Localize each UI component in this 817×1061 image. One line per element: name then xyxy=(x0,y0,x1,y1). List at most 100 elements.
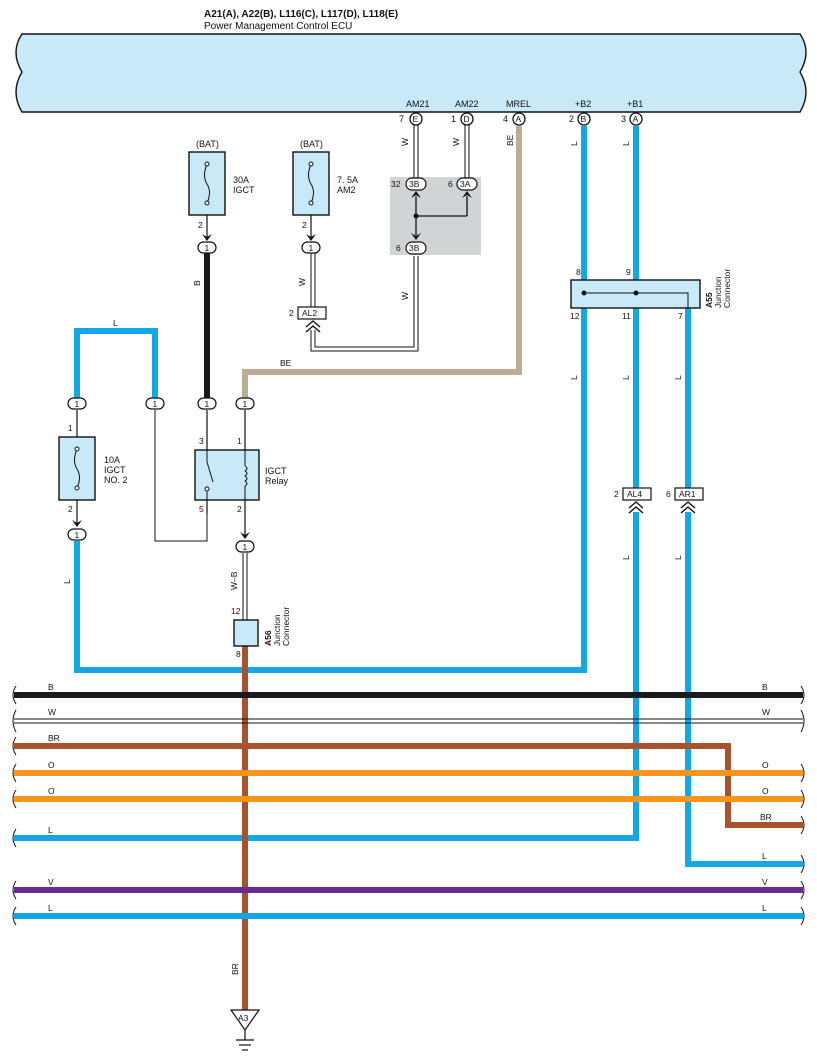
relay-name: IGCT xyxy=(265,466,287,476)
connector-label: 1 xyxy=(205,399,210,409)
bus-label: O xyxy=(48,786,55,796)
connector-1: 1 xyxy=(301,234,321,254)
junction-connectors: 3B 32 3A 6 3B 6 xyxy=(391,177,478,255)
wire-label: L xyxy=(621,141,631,146)
pin-number: 7 xyxy=(399,114,404,124)
junction-desc: Junction xyxy=(272,614,282,646)
connector-1: 1 xyxy=(67,520,87,541)
wire-loop-l xyxy=(74,328,158,398)
pin-number: 1 xyxy=(237,436,242,446)
wire-label: L xyxy=(569,375,579,380)
connector-label: 3A xyxy=(460,179,471,189)
pin-number: 2 xyxy=(237,504,242,514)
wire-am2-w xyxy=(310,253,316,307)
pin-number: 2 xyxy=(569,114,574,124)
bus-label: L xyxy=(762,851,767,861)
pin-number: 2 xyxy=(614,489,619,499)
connector-1: 1 xyxy=(145,397,165,410)
pin-letter: A xyxy=(633,114,639,124)
bus-label: L xyxy=(762,903,767,913)
bus-label: B xyxy=(762,682,768,692)
pin-number: 6 xyxy=(396,243,401,253)
pin-number: 32 xyxy=(391,179,401,189)
terminal-b2-label: +B2 xyxy=(575,99,591,109)
connector-1: 1 xyxy=(197,234,217,254)
connector-label: 3B xyxy=(409,179,420,189)
junction-connector-a55: 8 9 12 11 7 A55 Junction Connector xyxy=(570,267,732,321)
fuse-30a-igct: (BAT) 30A IGCT 2 xyxy=(188,139,255,238)
bus-lines xyxy=(14,692,803,919)
bus-label: BR xyxy=(48,733,60,743)
pin-number: 2 xyxy=(68,504,73,514)
pin-number: 2 xyxy=(302,220,307,230)
pin-letter: A xyxy=(516,114,522,124)
wire-label: BE xyxy=(505,134,515,146)
wire-label: B xyxy=(192,280,202,286)
inline-connectors: 1 1 1 1 1 1 1 1 xyxy=(67,234,321,553)
wire-mrel-be xyxy=(242,126,522,398)
wire-3b-w xyxy=(310,256,419,352)
connector-label: AR1 xyxy=(679,489,696,499)
ground-label: A3 xyxy=(238,1013,249,1023)
pin-number: 7 xyxy=(678,311,683,321)
connector-label: 1 xyxy=(205,243,210,253)
terminal-am22-label: AM22 xyxy=(455,99,479,109)
wire-label: W xyxy=(400,138,410,146)
fuse-rating: 7. 5A xyxy=(337,175,358,185)
ecu-terminals: AM21 AM22 MREL +B2 +B1 xyxy=(406,99,643,109)
bus-label: B xyxy=(48,682,54,692)
bus-label: L xyxy=(48,903,53,913)
connector-label: AL4 xyxy=(627,489,642,499)
pin-letter: E xyxy=(413,114,419,124)
ecu-name: Power Management Control ECU xyxy=(204,21,352,32)
pin-number: 9 xyxy=(626,267,631,277)
wire-b2-l xyxy=(74,126,587,673)
connector-label: 1 xyxy=(75,530,80,540)
connector-label: AL2 xyxy=(302,308,317,318)
wire-relay-wb xyxy=(242,553,248,620)
junction-desc: Connector xyxy=(722,269,732,308)
bus-break-left xyxy=(12,685,17,926)
fuse-rating: 30A xyxy=(233,175,249,185)
wire-label: L xyxy=(621,375,631,380)
connector-ar1: AR1 6 xyxy=(666,487,704,514)
bus-label: V xyxy=(762,877,768,887)
wire-am21-w xyxy=(413,125,419,178)
wire-label: L xyxy=(62,579,72,584)
pin-number: 8 xyxy=(576,267,581,277)
connector-label: 1 xyxy=(153,399,158,409)
ecu-box xyxy=(15,33,807,113)
wire-am22-w xyxy=(464,125,470,178)
bus-label: BR xyxy=(760,812,772,822)
connector-al4: AL4 2 xyxy=(614,487,652,514)
junction-connector-a56: 12 8 A56 Junction Connector xyxy=(231,606,291,659)
bus-label: W xyxy=(762,707,770,717)
wire-label: W xyxy=(400,292,410,300)
connector-label: 1 xyxy=(75,399,80,409)
bus-label: W xyxy=(48,707,56,717)
bus-label: O xyxy=(762,760,769,770)
igct-relay: 3 1 5 2 IGCT Relay xyxy=(194,410,289,536)
fuse-name: IGCT xyxy=(104,465,126,475)
wire-label: L xyxy=(569,141,579,146)
junction-desc: Junction xyxy=(713,276,723,308)
wire-label: L xyxy=(673,375,683,380)
wire-label: L xyxy=(621,555,631,560)
junction-desc: Connector xyxy=(281,607,291,646)
pin-number: 2 xyxy=(289,308,294,318)
pin-number: 3 xyxy=(621,114,626,124)
pin-letter: B xyxy=(581,114,587,124)
pin-number: 8 xyxy=(236,649,241,659)
wire-label: W xyxy=(451,138,461,146)
terminal-mrel-label: MREL xyxy=(506,99,531,109)
pin-number: 4 xyxy=(503,114,508,124)
fuse-rating: 10A xyxy=(104,455,120,465)
pin-number: 2 xyxy=(198,220,203,230)
connector-1: 1 xyxy=(235,397,255,410)
connector-label: 1 xyxy=(243,542,248,552)
ecu-pin-markers: 7 E 1 D 4 A 2 B 3 A xyxy=(399,112,643,126)
relay-name: Relay xyxy=(265,476,289,486)
connector-1: 1 xyxy=(67,397,87,410)
ground-a3: A3 xyxy=(229,1009,261,1051)
